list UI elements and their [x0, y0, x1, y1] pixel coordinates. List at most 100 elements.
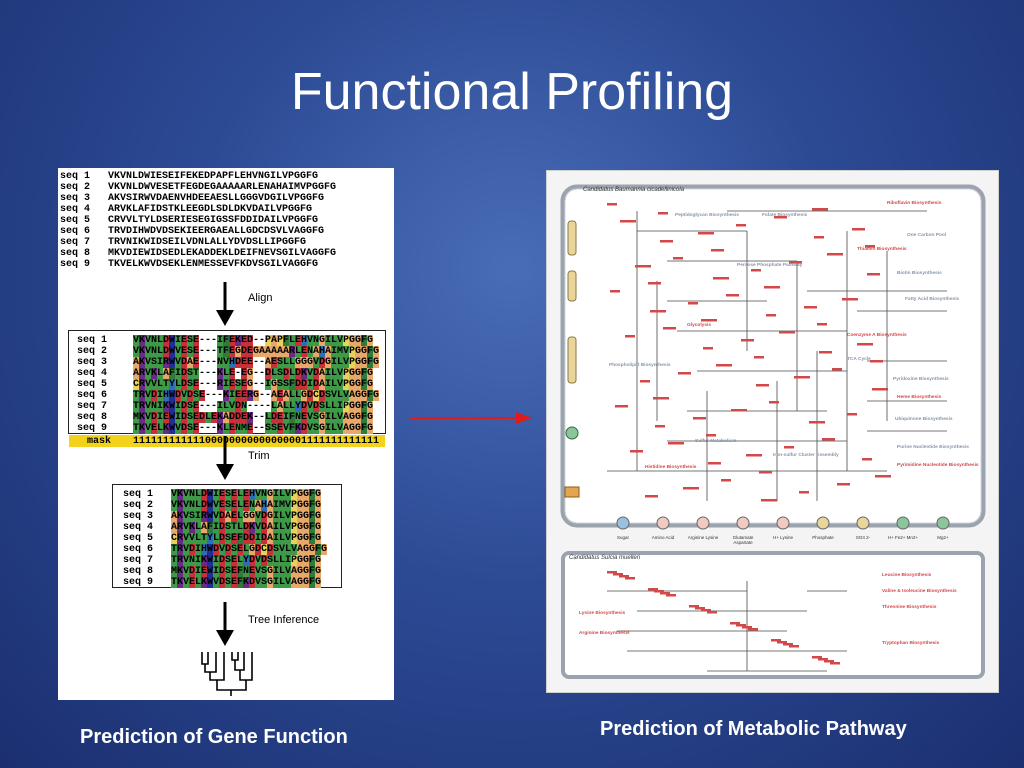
residue: L — [279, 522, 286, 533]
gene-tag — [689, 605, 699, 608]
pathway-label: Purine Nucleotide Biosynthesis — [897, 445, 969, 450]
gene-tag — [660, 240, 673, 243]
pathway-label: Coenzyme A Biosynthesis — [847, 333, 907, 338]
residue: V — [175, 423, 182, 434]
residue: L — [157, 379, 164, 390]
residue: W — [169, 423, 176, 434]
seq-label: seq 1 — [123, 489, 154, 500]
residue: D — [249, 533, 256, 544]
residue: D — [201, 500, 208, 511]
residue: D — [163, 346, 170, 357]
residue: V — [145, 357, 152, 368]
residue: L — [279, 533, 286, 544]
residue: L — [237, 511, 244, 522]
residue: A — [343, 412, 350, 423]
residue: V — [151, 379, 158, 390]
residue: - — [211, 423, 218, 434]
residue: L — [157, 335, 164, 346]
residue: F — [361, 412, 368, 423]
residue: D — [219, 555, 226, 566]
gene-tag — [619, 575, 629, 578]
residue: V — [337, 379, 344, 390]
residue: G — [355, 346, 362, 357]
residue: R — [139, 401, 146, 412]
residue: G — [315, 555, 322, 566]
residue: V — [307, 368, 314, 379]
residue: A — [271, 335, 278, 346]
residue: G — [349, 423, 356, 434]
residue: L — [265, 412, 272, 423]
residue: S — [151, 357, 158, 368]
residue: G — [361, 346, 368, 357]
residue: V — [183, 544, 190, 555]
residue: F — [309, 500, 316, 511]
residue: I — [325, 368, 332, 379]
residue: E — [247, 423, 254, 434]
residue: V — [145, 379, 152, 390]
residue: L — [157, 368, 164, 379]
residue: W — [207, 544, 214, 555]
gene-tag — [832, 368, 842, 371]
residue: Y — [207, 533, 214, 544]
seq-label: seq 3 — [123, 511, 154, 522]
residue: G — [315, 566, 322, 577]
residue: V — [307, 401, 314, 412]
residue: G — [303, 533, 310, 544]
residue: N — [217, 357, 224, 368]
residue: S — [187, 346, 194, 357]
gene-tag — [701, 319, 717, 322]
gene-tag — [870, 360, 883, 363]
residue: E — [301, 346, 308, 357]
residue: V — [283, 423, 290, 434]
residue: L — [271, 368, 278, 379]
residue: A — [271, 390, 278, 401]
residue: G — [355, 401, 362, 412]
pathway-label: Lysine Biosynthesis — [579, 611, 626, 616]
residue: G — [243, 511, 250, 522]
residue: I — [273, 511, 280, 522]
residue: K — [139, 423, 146, 434]
residue: E — [241, 368, 248, 379]
residue: G — [373, 357, 380, 368]
gene-tag — [779, 331, 795, 334]
residue: T — [171, 555, 178, 566]
residue: S — [261, 577, 268, 588]
seq-residues: AKVSIRWVDAELGGVDGILVPGGFG — [171, 511, 321, 522]
residue: G — [297, 566, 304, 577]
residue: H — [163, 390, 170, 401]
residue: A — [283, 390, 290, 401]
residue: S — [189, 511, 196, 522]
residue: V — [285, 500, 292, 511]
residue: - — [259, 412, 266, 423]
residue: L — [279, 566, 286, 577]
gene-tag — [648, 588, 658, 591]
residue: L — [237, 522, 244, 533]
residue: G — [297, 511, 304, 522]
residue: D — [163, 335, 170, 346]
residue: V — [171, 500, 178, 511]
pathway-label: Biotin Biosynthesis — [897, 271, 942, 276]
seq-label: seq 7 — [77, 401, 108, 412]
residue: P — [291, 500, 298, 511]
residue: P — [265, 335, 272, 346]
residue: G — [267, 566, 274, 577]
residue: L — [325, 401, 332, 412]
residue: Y — [169, 379, 176, 390]
residue: E — [151, 423, 158, 434]
residue: L — [283, 401, 290, 412]
transporter-icon — [896, 516, 910, 530]
residue: N — [307, 346, 314, 357]
residue: F — [237, 566, 244, 577]
residue: S — [231, 544, 238, 555]
residue: R — [217, 379, 224, 390]
seq-label: seq 2 — [77, 346, 108, 357]
residue: - — [247, 401, 254, 412]
residue: - — [205, 390, 212, 401]
gene-tag — [824, 660, 834, 663]
gene-tag — [716, 364, 732, 367]
residue: V — [285, 522, 292, 533]
pathway-label: One Carbon Pool — [907, 233, 947, 238]
residue: I — [285, 555, 292, 566]
residue: D — [219, 577, 226, 588]
gene-tag — [865, 245, 875, 248]
